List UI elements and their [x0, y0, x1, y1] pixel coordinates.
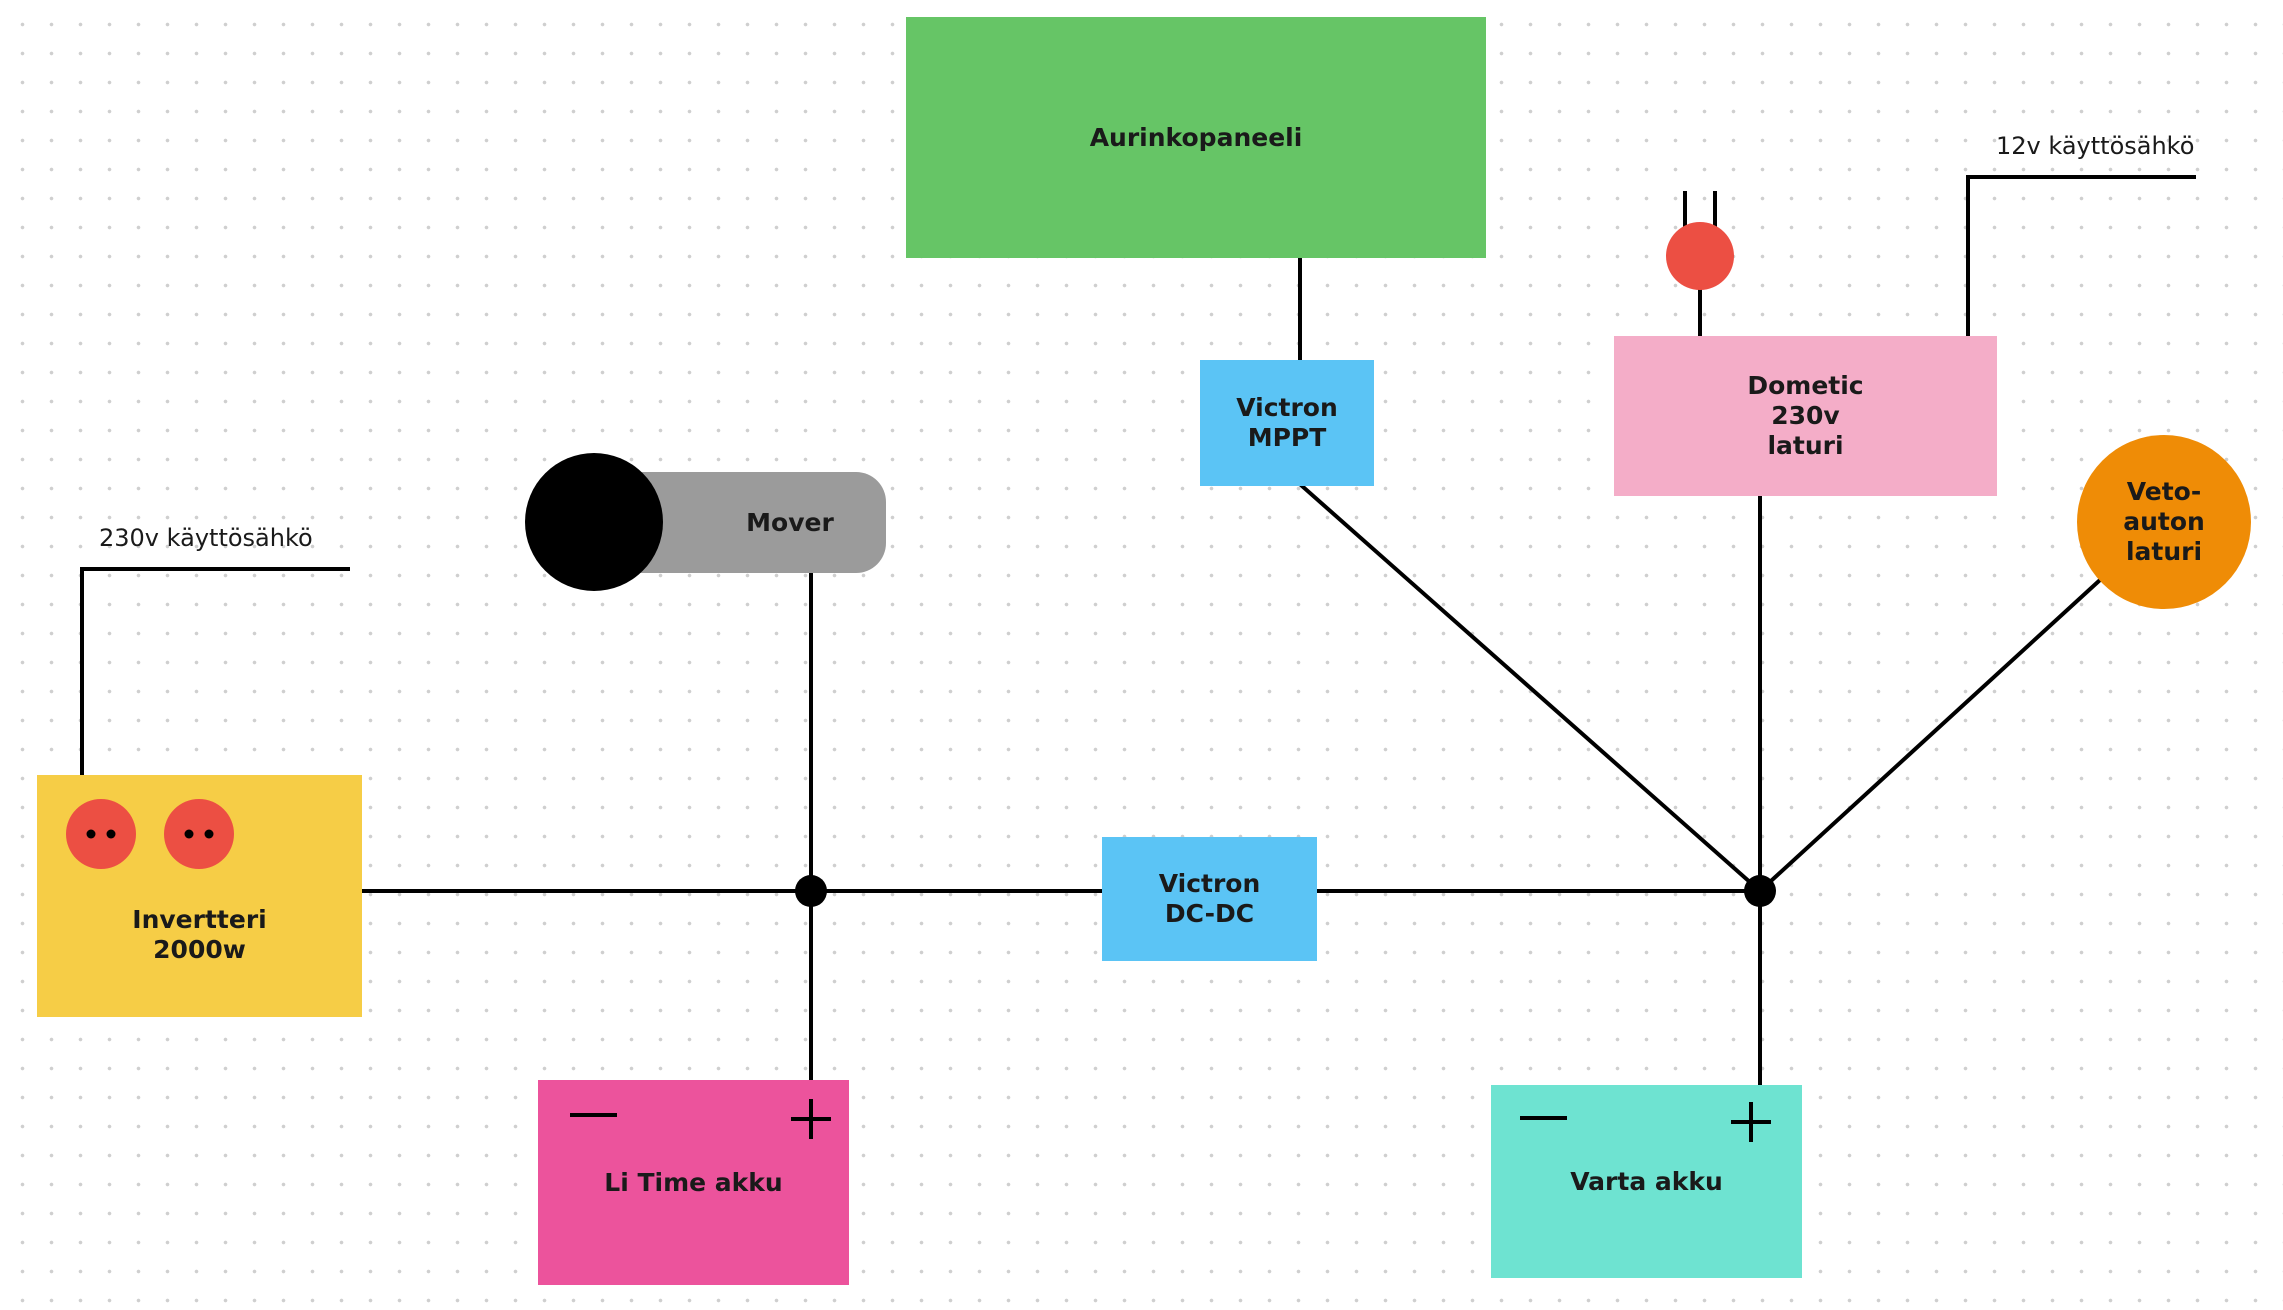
solar-panel: Aurinkopaneeli — [906, 17, 1486, 258]
socket-icon — [66, 799, 136, 869]
solar-panel-label: Aurinkopaneeli — [1089, 122, 1303, 152]
plus-icon — [791, 1099, 831, 1139]
wire-12v-output — [1966, 175, 2196, 338]
mains-plug-icon — [1666, 222, 1734, 290]
vehicle-charger-label: Veto- auton laturi — [2123, 477, 2205, 566]
varta-battery-label: Varta akku — [1570, 1166, 1723, 1196]
inverter-sockets — [66, 799, 234, 869]
mover-label: Mover — [746, 507, 834, 537]
vehicle-charger: Veto- auton laturi — [2077, 435, 2251, 609]
inverter-label: Invertteri 2000w — [132, 905, 267, 964]
label-12v-output: 12v käyttösähkö — [1996, 132, 2195, 160]
plus-icon — [1731, 1102, 1771, 1142]
mover-label-area: Mover — [700, 472, 880, 573]
dometic-charger-label: Dometic 230v laturi — [1747, 371, 1864, 460]
socket-icon — [164, 799, 234, 869]
wire-mppt-junction — [1299, 483, 1763, 894]
victron-dcdc-label: Victron DC-DC — [1158, 869, 1261, 928]
label-230v-output: 230v käyttösähkö — [99, 524, 313, 552]
junction-right — [1744, 875, 1776, 907]
junction-left — [795, 875, 827, 907]
wire-230v-output — [80, 567, 350, 777]
wire-charger-junction — [1757, 577, 2103, 894]
victron-dcdc: Victron DC-DC — [1102, 837, 1317, 961]
li-battery-terminals — [570, 1099, 831, 1139]
mover-wheel-icon — [525, 453, 663, 591]
dometic-charger: Dometic 230v laturi — [1614, 336, 1997, 496]
varta-battery-terminals — [1520, 1102, 1771, 1142]
li-time-battery-label: Li Time akku — [604, 1167, 783, 1197]
victron-mppt: Victron MPPT — [1200, 360, 1374, 486]
mover-body — [594, 472, 886, 573]
victron-mppt-label: Victron MPPT — [1236, 393, 1338, 452]
